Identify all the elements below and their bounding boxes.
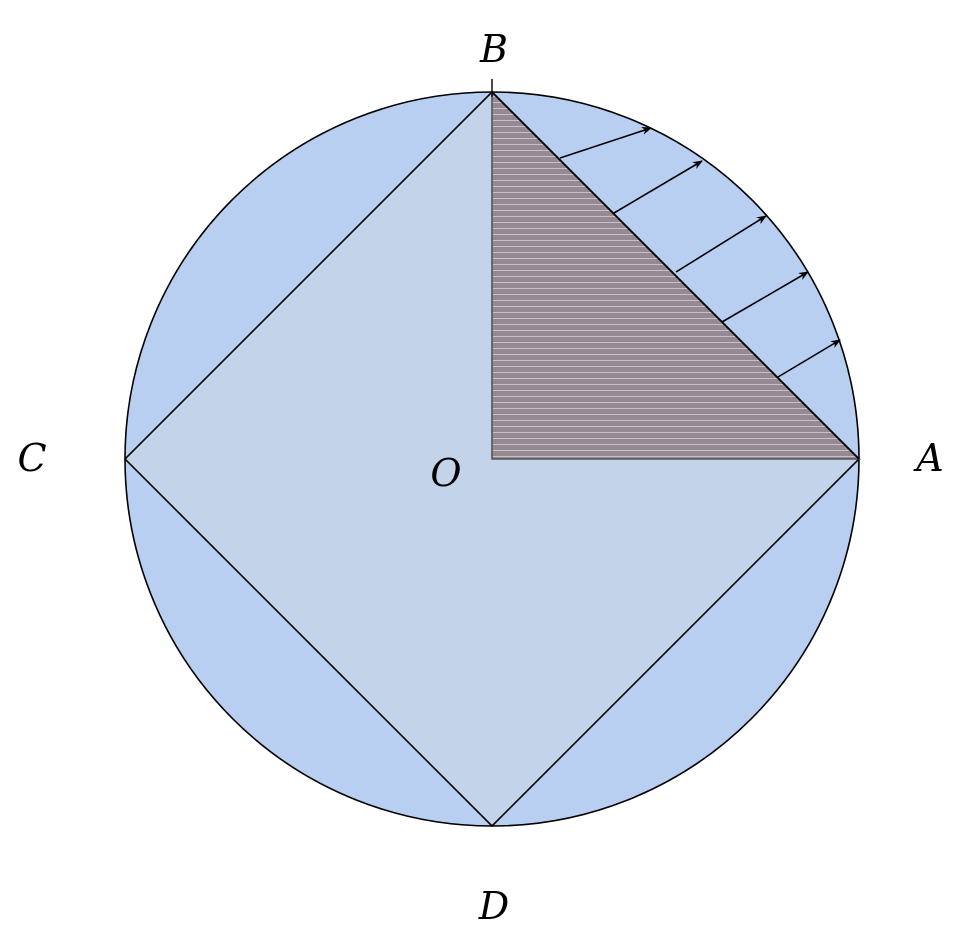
arrow-4	[721, 271, 809, 323]
arrow-3	[675, 215, 767, 273]
segment-ab	[491, 91, 860, 460]
label-a: A	[913, 436, 943, 480]
label-c: C	[17, 436, 46, 480]
arrow-5	[777, 339, 841, 378]
arrow-1	[559, 127, 652, 159]
label-b: B	[479, 27, 508, 71]
label-o: O	[430, 451, 461, 495]
label-d: D	[478, 884, 509, 928]
arrow-group	[559, 127, 841, 378]
arrow-2	[613, 160, 703, 214]
